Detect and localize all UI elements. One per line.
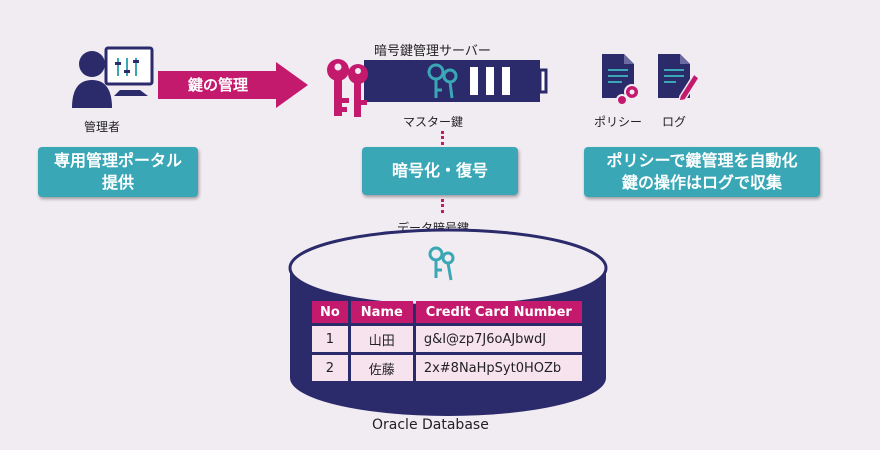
cell-no: 1 — [312, 326, 348, 352]
key-icon — [327, 59, 368, 117]
admin-portal-box: 専用管理ポータル 提供 — [38, 147, 198, 197]
col-card: Credit Card Number — [415, 301, 582, 323]
log-label: ログ — [662, 115, 687, 129]
encrypt-decrypt-box: 暗号化・復号 — [362, 147, 518, 195]
policy-automation-line1: ポリシーで鍵管理を自動化 — [606, 151, 798, 170]
cell-card: g&I@zp7J6oAJbwdJ — [415, 326, 582, 352]
cell-no: 2 — [312, 355, 348, 381]
log-document-pen-icon — [658, 54, 700, 102]
admin-user-icon — [72, 46, 154, 108]
encrypt-decrypt-label: 暗号化・復号 — [391, 161, 488, 180]
col-no: No — [312, 301, 348, 323]
dotted-connector-bottom — [441, 199, 444, 213]
policy-label: ポリシー — [594, 115, 643, 129]
policy-automation-box: ポリシーで鍵管理を自動化 鍵の操作はログで収集 — [584, 147, 820, 197]
key-management-arrow: 鍵の管理 — [158, 62, 308, 108]
cell-name: 山田 — [350, 326, 413, 352]
dotted-connector-top — [441, 131, 444, 145]
policy-document-gear-icon — [602, 54, 640, 106]
cell-name: 佐藤 — [350, 355, 413, 381]
monitor-icon — [104, 46, 154, 96]
policy-automation-line2: 鍵の操作はログで収集 — [621, 173, 782, 192]
table-row: 2 佐藤 2x#8NaHpSyt0HOZb — [312, 355, 582, 381]
cell-card: 2x#8NaHpSyt0HOZb — [415, 355, 582, 381]
key-server-bar — [327, 59, 548, 117]
master-key-icon — [427, 63, 458, 99]
table-header-row: No Name Credit Card Number — [312, 301, 582, 323]
server-title: 暗号鍵管理サーバー — [374, 44, 491, 59]
master-key-label: マスター鍵 — [403, 115, 464, 129]
data-key-icon — [428, 246, 455, 281]
admin-label: 管理者 — [84, 120, 121, 134]
admin-portal-line1: 専用管理ポータル — [53, 151, 182, 170]
database-label: Oracle Database — [372, 417, 489, 433]
arrow-label: 鍵の管理 — [187, 76, 248, 94]
credit-card-table: No Name Credit Card Number 1 山田 g&I@zp7J… — [309, 298, 585, 384]
table-row: 1 山田 g&I@zp7J6oAJbwdJ — [312, 326, 582, 352]
admin-portal-line2: 提供 — [101, 173, 134, 192]
col-name: Name — [350, 301, 413, 323]
